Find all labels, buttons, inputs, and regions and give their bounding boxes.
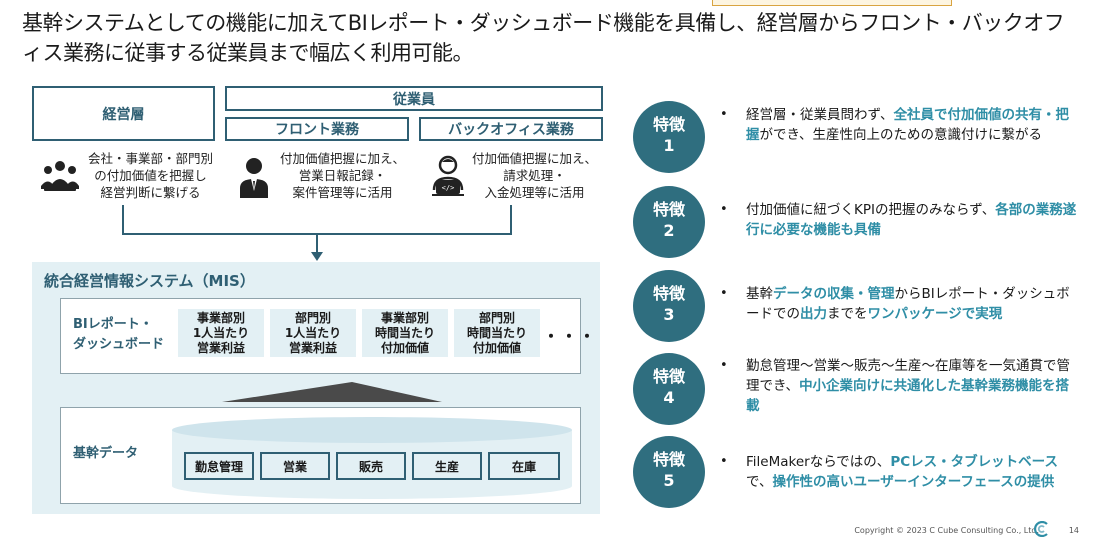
connector-down — [316, 233, 318, 255]
svg-text:</>: </> — [442, 184, 455, 192]
role-management-label: 経営層 — [102, 106, 145, 123]
feature-text-segment: 出力 — [800, 306, 827, 322]
feature-1-circle: 特徴 1 — [633, 101, 705, 173]
feature-5-label: 特徴 — [652, 450, 685, 469]
feature-text-segment: ワンパッケージで実現 — [867, 306, 1003, 322]
metric-division-value: 事業部別 時間当たり 付加価値 — [362, 309, 448, 357]
user-back-text: 付加価値把握に加え、 請求処理・ 入金処理等に活用 — [472, 151, 598, 200]
feature-4-label: 特徴 — [652, 367, 685, 386]
feature-1-bullet: • — [720, 107, 728, 122]
role-back-box: バックオフィス業務 — [419, 117, 603, 141]
group-icon — [41, 160, 79, 191]
feature-2-bullet: • — [720, 202, 728, 217]
mis-panel: 統合経営情報システム（MIS） BIレポート・ ダッシュボード 事業部別 1人当… — [32, 262, 600, 514]
feature-3-bullet: • — [720, 286, 728, 301]
role-front-box: フロント業務 — [225, 117, 409, 141]
mis-title: 統合経営情報システム（MIS） — [44, 272, 255, 290]
feature-4-circle: 特徴 4 — [633, 353, 705, 425]
page-headline: 基幹システムとしての機能に加えてBIレポート・ダッシュボード機能を具備し、経営層… — [22, 11, 1065, 65]
feature-text-segment: で、 — [746, 474, 773, 490]
feature-1-label: 特徴 — [652, 115, 685, 134]
user-back: </> 付加価値把握に加え、 請求処理・ 入金処理等に活用 — [426, 150, 606, 201]
metric-dept-value: 部門別 時間当たり 付加価値 — [454, 309, 540, 357]
core-data-items: 勤怠管理 営業 販売 生産 在庫 — [184, 452, 564, 480]
core-item-sales: 営業 — [260, 452, 330, 480]
feature-5-number: 5 — [663, 471, 675, 490]
feature-text-segment: からBIレポート・ダッシュボードでの — [746, 286, 1070, 322]
feature-2-number: 2 — [663, 221, 675, 240]
feature-2-label: 特徴 — [652, 200, 685, 219]
user-management: 会社・事業部・部門別 の付加価値を把握し 経営判断に繋げる — [38, 150, 218, 201]
feature-1-text: 経営層・従業員問わず、全社員で付加価値の共有・把握ができ、生産性向上のための意識… — [746, 105, 1082, 145]
user-front-text: 付加価値把握に加え、 営業日報記録・ 案件管理等に活用 — [280, 151, 406, 200]
feature-3-label: 特徴 — [652, 284, 685, 303]
metric-division-profit: 事業部別 1人当たり 営業利益 — [178, 309, 264, 357]
feature-3-circle: 特徴 3 — [633, 270, 705, 342]
feature-text-segment: 付加価値に紐づくKPIの把握のみならず、 — [746, 202, 996, 218]
page-number: 14 — [1068, 526, 1079, 535]
feature-5-circle: 特徴 5 — [633, 436, 705, 508]
programmer-icon: </> — [432, 155, 464, 196]
feature-4-bullet: • — [720, 358, 728, 373]
flow-up-triangle — [222, 382, 442, 402]
feature-text-segment: 全社員で付加価値の共有・把握 — [746, 107, 1070, 143]
feature-text-segment: 勤怠管理～営業～販売～生産～在庫等を一気通貫で管理でき、 — [746, 358, 1070, 394]
feature-4-text: 勤怠管理～営業～販売～生産～在庫等を一気通貫で管理でき、中小企業向けに共通化した… — [746, 356, 1082, 416]
feature-text-segment: 操作性の高いユーザーインターフェースの提供 — [772, 474, 1055, 490]
feature-1-number: 1 — [663, 136, 675, 155]
feature-text-segment: 各部の業務遂行に必要な機能も具備 — [746, 202, 1077, 238]
feature-4-number: 4 — [663, 388, 675, 407]
feature-text-segment: までを — [827, 306, 868, 322]
bi-dashboard-panel: BIレポート・ ダッシュボード 事業部別 1人当たり 営業利益 部門別 1人当た… — [60, 298, 595, 374]
role-back-label: バックオフィス業務 — [448, 122, 574, 138]
businessman-icon — [240, 157, 268, 198]
user-management-text: 会社・事業部・部門別 の付加価値を把握し 経営判断に繋げる — [88, 151, 214, 200]
core-item-production: 生産 — [412, 452, 482, 480]
connector-left — [122, 205, 124, 235]
company-logo-icon — [1034, 521, 1048, 537]
feature-text-segment: FileMakerならではの、 — [746, 454, 891, 470]
core-data-panel: 基幹データ 勤怠管理 営業 販売 生産 在庫 — [60, 407, 581, 504]
connector-right — [510, 205, 512, 235]
feature-text-segment: 経営層・従業員問わず、 — [746, 107, 894, 123]
role-employees-label: 従業員 — [393, 91, 435, 108]
core-item-selling: 販売 — [336, 452, 406, 480]
top-tab-decoration — [712, 0, 952, 6]
role-employees-box: 従業員 — [225, 86, 603, 111]
feature-3-number: 3 — [663, 305, 675, 324]
feature-text-segment: PCレス・タブレットベース — [890, 454, 1058, 470]
role-front-label: フロント業務 — [275, 122, 359, 138]
metric-dept-profit: 部門別 1人当たり 営業利益 — [270, 309, 356, 357]
user-front: 付加価値把握に加え、 営業日報記録・ 案件管理等に活用 — [232, 150, 422, 201]
bi-dashboard-label: BIレポート・ ダッシュボード — [73, 317, 165, 352]
core-data-label: 基幹データ — [73, 446, 139, 461]
arrow-down-icon — [311, 252, 323, 261]
feature-text-segment: 基幹 — [746, 286, 773, 302]
feature-5-bullet: • — [720, 454, 728, 469]
feature-2-circle: 特徴 2 — [633, 186, 705, 258]
core-item-attendance: 勤怠管理 — [184, 452, 254, 480]
more-metrics-ellipsis: ・・・ — [543, 327, 598, 346]
core-item-inventory: 在庫 — [488, 452, 560, 480]
feature-5-text: FileMakerならではの、PCレス・タブレットベースで、操作性の高いユーザー… — [746, 452, 1082, 492]
copyright-text: Copyright © 2023 C Cube Consulting Co., … — [854, 526, 1039, 535]
feature-3-text: 基幹データの収集・管理からBIレポート・ダッシュボードでの出力までをワンパッケー… — [746, 284, 1082, 324]
feature-text-segment: データの収集・管理 — [773, 286, 895, 302]
feature-text-segment: ができ、生産性向上のための意識付けに繋がる — [759, 127, 1043, 143]
role-management-box: 経営層 — [32, 86, 215, 141]
feature-2-text: 付加価値に紐づくKPIの把握のみならず、各部の業務遂行に必要な機能も具備 — [746, 200, 1082, 240]
feature-text-segment: 中小企業向けに共通化した基幹業務機能を搭載 — [746, 378, 1070, 414]
